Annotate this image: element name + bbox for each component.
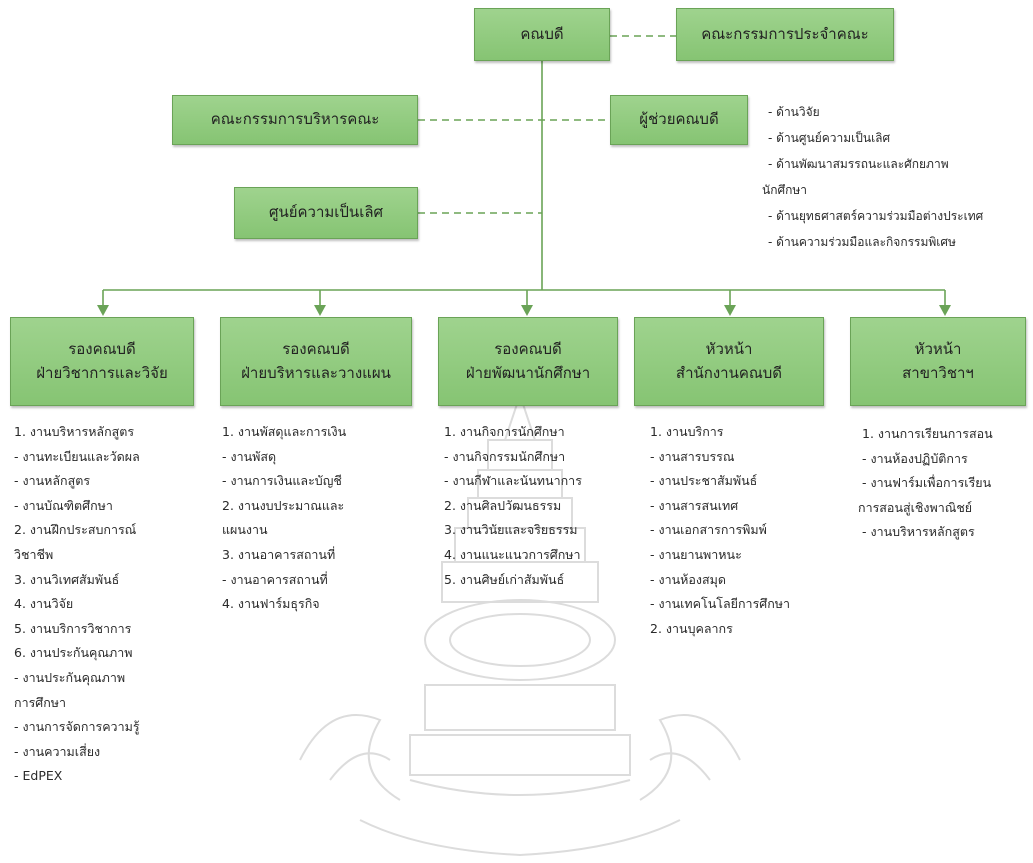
assistant-areas-list: - ด้านวิจัย - ด้านศูนย์ความเป็นเลิศ - ด้…	[762, 99, 983, 255]
task-item: แผนงาน	[222, 522, 268, 538]
task-item: 1. งานการเรียนการสอน	[862, 426, 993, 441]
task-item: 1. งานบริการ	[650, 424, 724, 439]
dean-box: คณบดี	[474, 8, 610, 61]
unit-box-academic: รองคณบดี ฝ่ายวิชาการและวิจัย	[10, 317, 194, 406]
task-item: - งานทะเบียนและวัดผล	[14, 448, 140, 464]
arrow-head-3	[521, 305, 533, 316]
task-item: - งานสารสนเทศ	[650, 497, 739, 513]
task-item: 6. งานประกันคุณภาพ	[14, 645, 133, 661]
assistant-area-item: - ด้านยุทธศาสตร์ความร่วมมือต่างประเทศ	[768, 209, 984, 223]
unit-title: รองคณบดี	[68, 340, 136, 359]
unit-subtitle: ฝ่ายพัฒนานักศึกษา	[465, 363, 591, 382]
assistant-area-item: นักศึกษา	[762, 183, 807, 197]
task-item: 4. งานฟาร์มธุรกิจ	[222, 596, 320, 612]
task-item: - งานอาคารสถานที่	[222, 571, 328, 587]
task-item: - งานพัสดุ	[222, 448, 277, 464]
task-item: 2. งานฝึกประสบการณ์	[14, 522, 137, 538]
unit-box-department: หัวหน้า สาขาวิชาฯ	[850, 317, 1026, 406]
unit-title: รองคณบดี	[282, 340, 350, 359]
task-item: - งานหลักสูตร	[14, 473, 91, 489]
unit-box-admin: รองคณบดี ฝ่ายบริหารและวางแผน	[220, 317, 412, 406]
task-item: 1. งานพัสดุและการเงิน	[222, 424, 347, 439]
task-list-department: 1. งานการเรียนการสอน - งานห้องปฏิบัติการ…	[858, 422, 993, 545]
assistant-area-item: - ด้านพัฒนาสมรรถนะและศักยภาพ	[768, 157, 949, 171]
task-item: วิชาชีพ	[14, 546, 54, 562]
task-item: 3. งานอาคารสถานที่	[222, 546, 336, 562]
task-item: - EdPEX	[14, 768, 63, 784]
assistant-area-item: - ด้านวิจัย	[768, 105, 820, 119]
task-item: - งานประกันคุณภาพ	[14, 669, 126, 685]
task-item: - งานเอกสารการพิมพ์	[650, 522, 767, 538]
task-item: 1. งานบริหารหลักสูตร	[14, 424, 135, 439]
task-item: - งานประชาสัมพันธ์	[650, 473, 758, 489]
unit-subtitle: ฝ่ายบริหารและวางแผน	[241, 363, 391, 382]
task-list-academic: 1. งานบริหารหลักสูตร - งานทะเบียนและวัดผ…	[14, 420, 140, 789]
arrow-head-2	[314, 305, 326, 316]
task-item: - งานห้องสมุด	[650, 571, 726, 587]
task-item: - งานความเสี่ยง	[14, 743, 101, 759]
task-item: - งานฟาร์มเพื่อการเรียน	[862, 475, 992, 491]
admin-committee-label: คณะกรรมการบริหารคณะ	[210, 110, 380, 129]
admin-committee-box: คณะกรรมการบริหารคณะ	[172, 95, 418, 145]
unit-subtitle: สาขาวิชาฯ	[902, 363, 974, 382]
task-item: - งานบริหารหลักสูตร	[862, 524, 975, 540]
unit-subtitle: สำนักงานคณบดี	[675, 363, 783, 382]
task-item: 2. งานศิลปวัฒนธรรม	[444, 497, 562, 513]
unit-title: หัวหน้า	[914, 340, 962, 359]
assistant-dean-box: ผู้ช่วยคณบดี	[610, 95, 748, 145]
faculty-committee-label: คณะกรรมการประจำคณะ	[701, 24, 869, 43]
excellence-center-label: ศูนย์ความเป็นเลิศ	[268, 203, 384, 222]
unit-subtitle: ฝ่ายวิชาการและวิจัย	[36, 363, 168, 382]
task-item: - งานห้องปฏิบัติการ	[862, 450, 968, 466]
unit-box-office: หัวหน้า สำนักงานคณบดี	[634, 317, 824, 406]
task-item: 5. งานศิษย์เก่าสัมพันธ์	[444, 571, 565, 587]
task-item: - งานบัณฑิตศึกษา	[14, 497, 113, 513]
task-item: 2. งานบุคลากร	[650, 620, 733, 636]
assistant-area-item: - ด้านศูนย์ความเป็นเลิศ	[768, 131, 891, 145]
task-item: - งานสารบรรณ	[650, 448, 735, 464]
unit-title: หัวหน้า	[705, 340, 753, 359]
task-item: - งานการจัดการความรู้	[14, 719, 140, 735]
task-item: 3. งานวิเทศสัมพันธ์	[14, 571, 120, 587]
arrow-head-4	[724, 305, 736, 316]
task-item: - งานกีฬาและนันทนาการ	[444, 473, 582, 489]
task-item: 5. งานบริการวิชาการ	[14, 620, 132, 636]
task-item: - งานยานพาหนะ	[650, 546, 742, 562]
task-item: 2. งานงบประมาณและ	[222, 497, 345, 513]
arrow-head-5	[939, 305, 951, 316]
task-list-admin: 1. งานพัสดุและการเงิน - งานพัสดุ - งานกา…	[222, 420, 346, 617]
unit-box-student: รองคณบดี ฝ่ายพัฒนานักศึกษา	[438, 317, 618, 406]
task-item: - งานเทคโนโลยีการศึกษา	[650, 596, 791, 612]
faculty-committee-box: คณะกรรมการประจำคณะ	[676, 8, 894, 61]
task-item: การสอนสู่เชิงพาณิชย์	[858, 499, 973, 515]
unit-title: รองคณบดี	[494, 340, 562, 359]
task-item: - งานการเงินและบัญชี	[222, 473, 342, 489]
task-item: 1. งานกิจการนักศึกษา	[444, 424, 565, 439]
task-item: 4. งานวิจัย	[14, 596, 74, 612]
task-list-student: 1. งานกิจการนักศึกษา - งานกิจกรรมนักศึกษ…	[444, 420, 582, 592]
task-item: - งานกิจกรรมนักศึกษา	[444, 448, 566, 464]
task-list-office: 1. งานบริการ - งานสารบรรณ - งานประชาสัมพ…	[650, 420, 790, 641]
task-item: 4. งานแนะแนวการศึกษา	[444, 546, 581, 562]
task-item: การศึกษา	[14, 694, 67, 710]
excellence-center-box: ศูนย์ความเป็นเลิศ	[234, 187, 418, 239]
assistant-dean-label: ผู้ช่วยคณบดี	[639, 110, 719, 129]
assistant-area-item: - ด้านความร่วมมือและกิจกรรมพิเศษ	[768, 235, 956, 249]
dean-label: คณบดี	[520, 24, 564, 43]
arrow-head-1	[97, 305, 109, 316]
task-item: 3. งานวินัยและจริยธรรม	[444, 522, 578, 538]
